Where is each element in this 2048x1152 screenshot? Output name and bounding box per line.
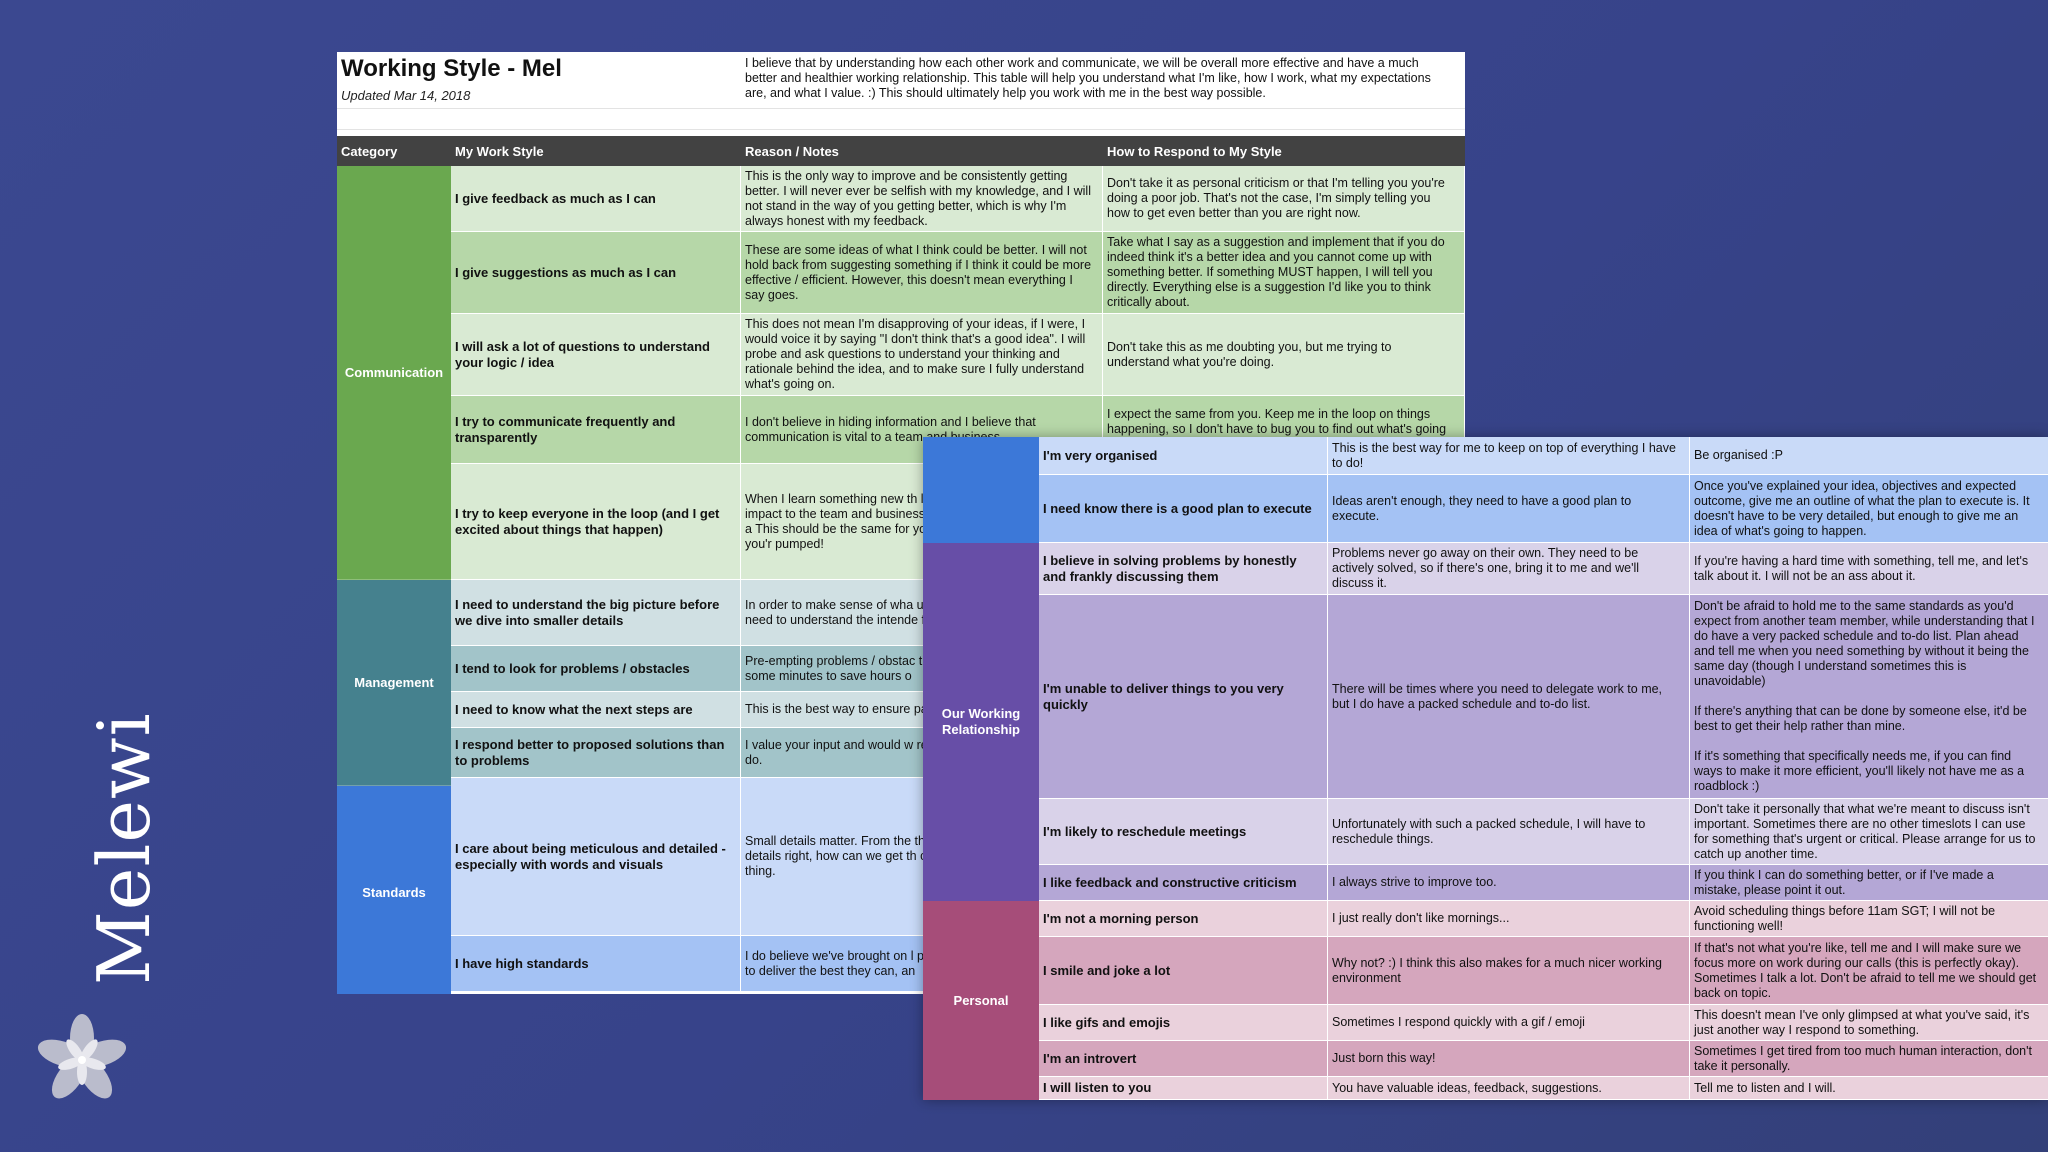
brand-logo-text: Melewi <box>82 712 166 985</box>
intro-text: I believe that by understanding how each… <box>745 56 1431 100</box>
respond-cell: If you think I can do something better, … <box>1694 867 1994 897</box>
column-header-row: Category My Work Style Reason / Notes Ho… <box>337 136 1465 166</box>
work-style-cell: I'm very organised <box>1039 437 1328 474</box>
work-style-cell: I'm not a morning person <box>1039 901 1328 936</box>
work-style-cell: I need to understand the big picture bef… <box>451 580 741 645</box>
respond-cell: If you're having a hard time with someth… <box>1694 553 2029 583</box>
work-style-cell: I try to communicate frequently and tran… <box>451 396 741 463</box>
respond-cell: Don't take it as personal criticism or t… <box>1103 166 1465 231</box>
work-style-cell: I respond better to proposed solutions t… <box>451 728 741 777</box>
respond-cell: Take what I say as a suggestion and impl… <box>1103 232 1465 313</box>
work-style-cell: I care about being meticulous and detail… <box>451 778 741 935</box>
table-row: I like feedback and constructive critici… <box>1039 865 2048 901</box>
reason-cell: This is the only way to improve and be c… <box>741 166 1103 231</box>
reason-cell: Why not? :) I think this also makes for … <box>1328 937 1690 1004</box>
updated-date: Updated Mar 14, 2018 <box>341 88 471 103</box>
reason-cell: Unfortunately with such a packed schedul… <box>1328 799 1690 864</box>
respond-cell: Be organised :P <box>1694 448 1783 462</box>
reason-cell: Sometimes I respond quickly with a gif /… <box>1328 1005 1690 1040</box>
reason-cell: You have valuable ideas, feedback, sugge… <box>1328 1077 1690 1099</box>
category-cell: Communication <box>337 166 451 580</box>
respond-cell: If that's not what you're like, tell me … <box>1694 940 2037 1000</box>
reason-cell: There will be times where you need to de… <box>1328 595 1690 798</box>
respond-cell: Once you've explained your idea, objecti… <box>1694 478 2030 538</box>
header-respond: How to Respond to My Style <box>1107 143 1282 159</box>
header-work-style: My Work Style <box>455 143 544 159</box>
reason-cell: Ideas aren't enough, they need to have a… <box>1328 475 1690 542</box>
category-cell <box>923 437 1039 543</box>
reason-cell: This does not mean I'm disapproving of y… <box>741 314 1103 395</box>
table-row: I'm unable to deliver things to you very… <box>1039 595 2048 799</box>
respond-cell: Avoid scheduling things before 11am SGT;… <box>1694 903 1996 933</box>
spacer-row <box>337 108 1465 130</box>
work-style-cell: I give feedback as much as I can <box>451 166 741 231</box>
work-style-cell: I try to keep everyone in the loop (and … <box>451 464 741 579</box>
reason-cell: These are some ideas of what I think cou… <box>741 232 1103 313</box>
sheet-header: Working Style - Mel Updated Mar 14, 2018… <box>337 52 1465 108</box>
respond-cell: Tell me to listen and I will. <box>1694 1080 1836 1095</box>
work-style-cell: I have high standards <box>451 936 741 991</box>
work-style-cell: I'm likely to reschedule meetings <box>1039 799 1328 864</box>
category-cell: Management <box>337 580 451 786</box>
table-row: I need know there is a good plan to exec… <box>1039 475 2048 543</box>
reason-cell: I always strive to improve too. <box>1328 865 1690 900</box>
work-style-cell: I need to know what the next steps are <box>451 692 741 727</box>
work-style-cell: I like gifs and emojis <box>1039 1005 1328 1040</box>
work-style-cell: I'm an introvert <box>1039 1041 1328 1076</box>
work-style-cell: I tend to look for problems / obstacles <box>451 646 741 691</box>
work-style-cell: I will ask a lot of questions to underst… <box>451 314 741 395</box>
work-style-cell: I need know there is a good plan to exec… <box>1039 475 1328 542</box>
table-row: I believe in solving problems by honestl… <box>1039 543 2048 595</box>
category-cell: Personal <box>923 901 1039 1100</box>
work-style-cell: I will listen to you <box>1039 1077 1328 1099</box>
table-row: I will ask a lot of questions to underst… <box>451 314 1465 396</box>
category-cell: Our Working Relationship <box>923 543 1039 901</box>
respond-cell: This doesn't mean I've only glimpsed at … <box>1694 1007 2030 1037</box>
reason-cell: This is the best way for me to keep on t… <box>1328 437 1690 474</box>
work-style-cell: I give suggestions as much as I can <box>451 232 741 313</box>
reason-cell: Problems never go away on their own. The… <box>1328 543 1690 594</box>
respond-cell: Don't take this as me doubting you, but … <box>1103 314 1465 395</box>
work-style-cell: I like feedback and constructive critici… <box>1039 865 1328 900</box>
header-reason: Reason / Notes <box>745 143 839 159</box>
category-cell: Standards <box>337 786 451 994</box>
respond-cell: Sometimes I get tired from too much huma… <box>1694 1043 2032 1073</box>
respond-cell: Don't be afraid to hold me to the same s… <box>1694 599 2035 793</box>
work-style-cell: I'm unable to deliver things to you very… <box>1039 595 1328 798</box>
work-style-cell: I smile and joke a lot <box>1039 937 1328 1004</box>
reason-cell: I just really don't like mornings... <box>1328 901 1690 936</box>
reason-cell: Just born this way! <box>1328 1041 1690 1076</box>
flower-icon <box>37 1014 127 1099</box>
header-category: Category <box>341 143 398 159</box>
sheet-title: Working Style - Mel <box>341 55 562 82</box>
work-style-cell: I believe in solving problems by honestl… <box>1039 543 1328 594</box>
title-cell: Working Style - Mel Updated Mar 14, 2018 <box>337 52 741 108</box>
respond-cell: Don't take it personally that what we're… <box>1694 801 2036 861</box>
